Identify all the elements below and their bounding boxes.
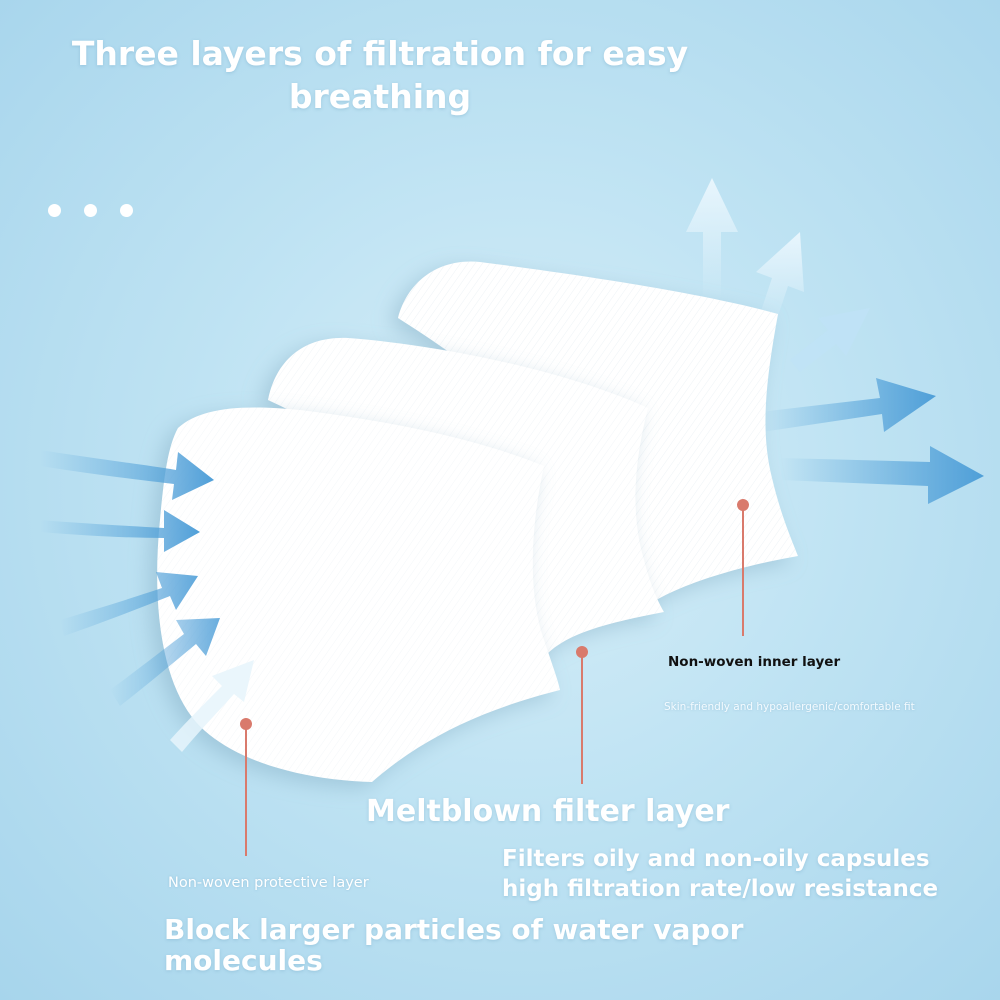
dot-icon [48,204,61,217]
dot-icon [120,204,133,217]
inner-layer-title: Non-woven inner layer [668,654,841,670]
protective-layer-marker [240,718,252,856]
meltblown-layer-description: Filters oily and non-oily capsules high … [502,844,938,904]
upward-airflow-arrows [686,178,870,372]
outgoing-airflow-arrows [760,378,984,504]
protective-layer-description: Block larger particles of water vapor mo… [164,913,744,977]
meltblown-description-line-2: high filtration rate/low resistance [502,876,939,902]
decorative-dots [48,204,138,224]
protective-layer-sheet [157,407,560,782]
inner-layer-marker [737,499,749,636]
headline: Three layers of filtration for easy brea… [71,34,689,116]
dot-icon [84,204,97,217]
meltblown-description-line-1: Filters oily and non-oily capsules [502,846,930,872]
protective-layer-title: Non-woven protective layer [168,875,369,891]
meltblown-layer-marker [576,646,588,784]
inner-layer-description: Skin-friendly and hypoallergenic/comfort… [664,701,915,713]
incoming-airflow-arrows [40,450,254,752]
meltblown-layer-title: Meltblown filter layer [366,794,730,829]
